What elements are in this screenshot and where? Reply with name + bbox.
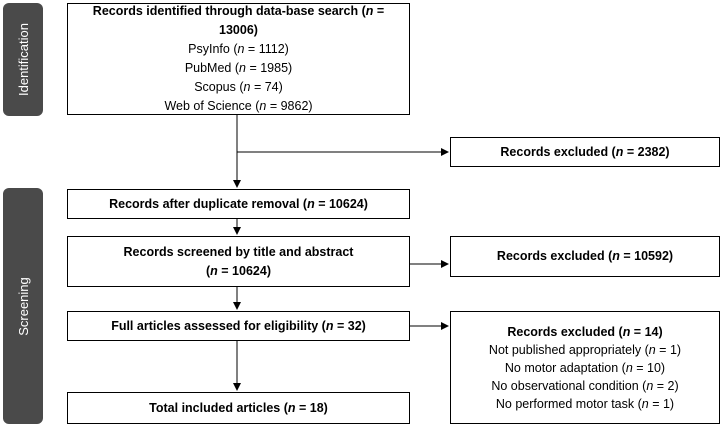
- records-excluded-screening-box: Records excluded (n = 10592): [450, 236, 720, 277]
- excluded-full-title: Records excluded (n = 14): [507, 324, 663, 339]
- reason-no-performed-motor-task: No performed motor task (n = 1): [495, 396, 675, 411]
- reason-no-motor-adaptation: No motor adaptation (n = 10): [504, 360, 666, 375]
- reason-no-observational-condition: No observational condition (n = 2): [491, 378, 679, 393]
- records-excluded-full-text-box: Records excluded (n = 14) Not published …: [450, 311, 720, 424]
- identified-title: Records identified through data-base sea…: [92, 4, 385, 37]
- phase-label-screening: Screening: [3, 188, 43, 424]
- records-identified-box: Records identified through data-base sea…: [67, 3, 410, 115]
- source-psyinfo: PsyInfo (n = 1112): [188, 42, 289, 56]
- full-articles-assessed-box: Full articles assessed for eligibility (…: [67, 311, 410, 341]
- records-excluded-duplicates-box: Records excluded (n = 2382): [450, 137, 720, 167]
- records-after-duplicate-removal-box: Records after duplicate removal (n = 106…: [67, 189, 410, 219]
- reason-not-published: Not published appropriately (n = 1): [488, 342, 682, 357]
- source-pubmed: PubMed (n = 1985): [184, 61, 293, 75]
- records-screened-box: Records screened by title and abstract (…: [67, 236, 410, 287]
- total-included-articles-box: Total included articles (n = 18): [67, 392, 410, 424]
- source-scopus: Scopus (n = 74): [194, 80, 283, 94]
- phase-label-identification: Identification: [3, 3, 43, 116]
- source-web-of-science: Web of Science (n = 9862): [164, 99, 313, 113]
